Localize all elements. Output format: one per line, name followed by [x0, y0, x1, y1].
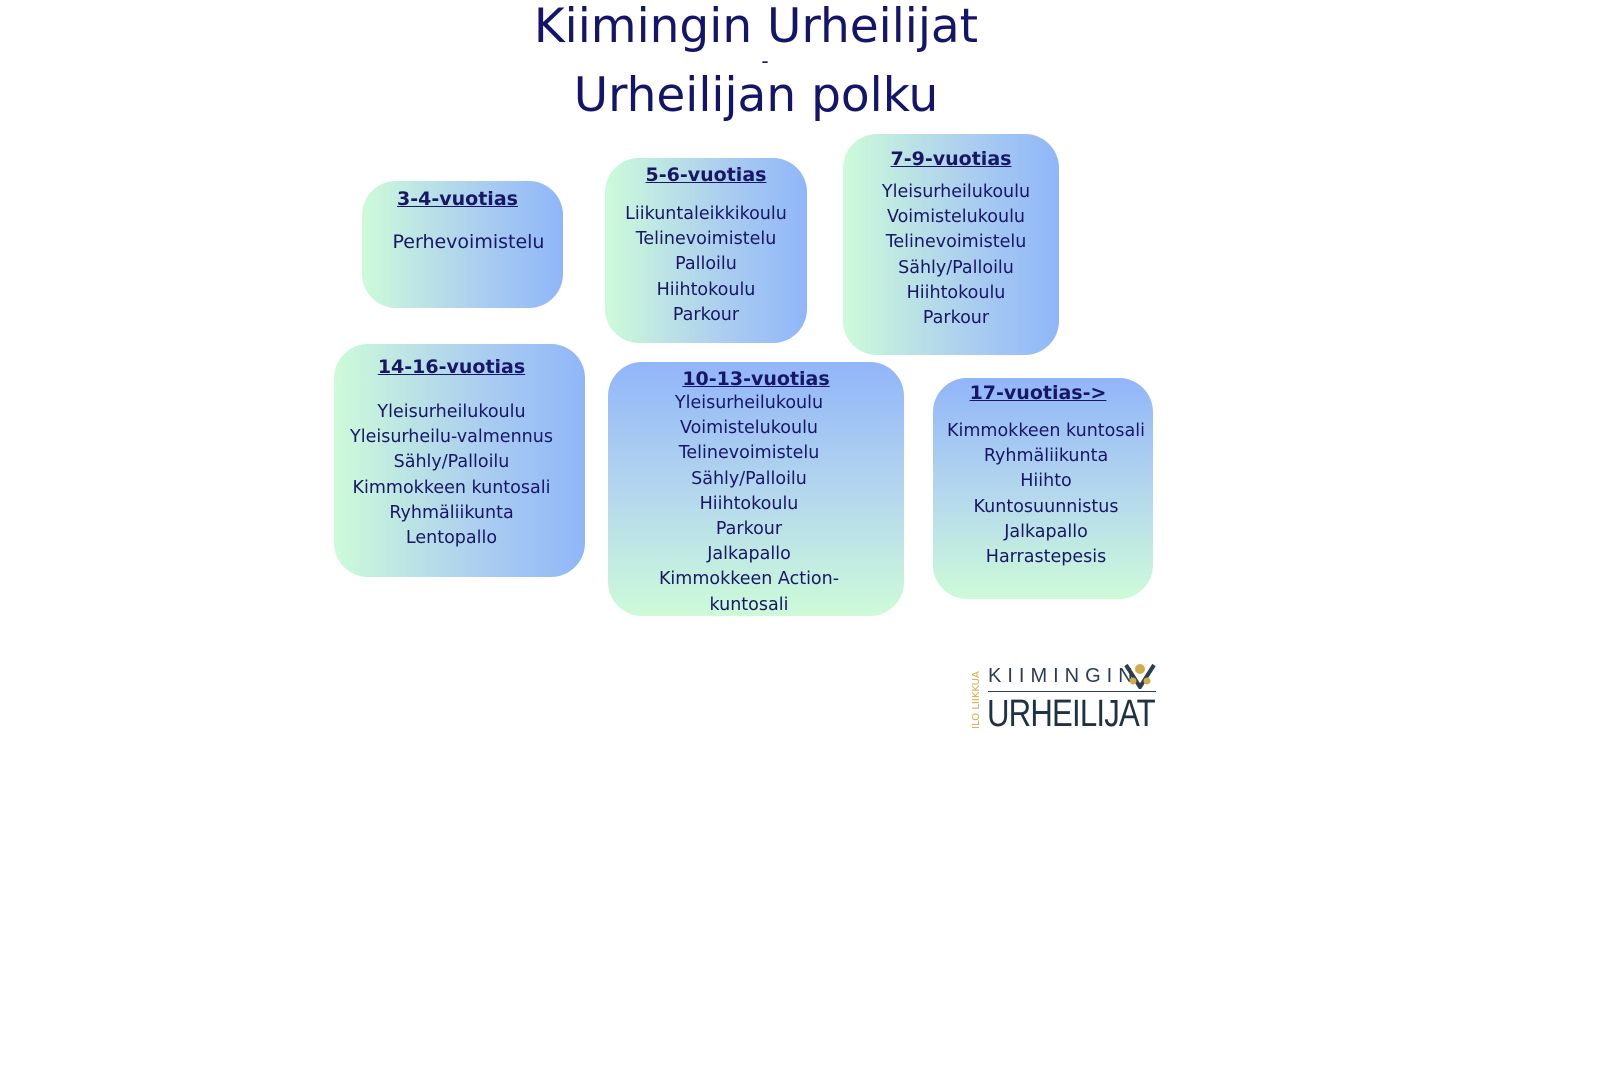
- list-item: Palloilu: [675, 254, 737, 275]
- list-item: Yleisurheilukoulu: [674, 393, 824, 413]
- group-14-16: 14-16-vuotias Yleisurheilukoulu Yleisurh…: [334, 344, 585, 577]
- list-item: Parkour: [715, 519, 783, 540]
- list-item: Jalkapallo: [707, 544, 791, 565]
- list-item: Yleisurheilu-valmennus: [350, 427, 553, 448]
- group-17-plus: 17-vuotias-> Kimmokkeen kuntosali Ryhmäl…: [933, 378, 1153, 599]
- group-heading: 5-6-vuotias: [645, 164, 767, 186]
- list-item: Kuntosuunnistus: [973, 496, 1119, 517]
- list-item: Sähly/Palloilu: [393, 452, 510, 473]
- logo-top-text: KIIMINGIN: [988, 665, 1139, 687]
- list-item: Lentopallo: [405, 528, 498, 549]
- title-separator: -: [761, 49, 769, 73]
- logo-emblem-icon: [1124, 663, 1156, 689]
- list-item: Jalkapallo: [1004, 521, 1088, 542]
- list-item: Yleisurheilukoulu: [881, 182, 1031, 202]
- list-item: Telinevoimistelu: [678, 443, 820, 464]
- list-item: Hiihto: [1020, 471, 1072, 492]
- group-heading: 14-16-vuotias: [377, 356, 526, 378]
- group-3-4: 3-4-vuotias Perhevoimistelu: [362, 181, 563, 308]
- list-item: Ryhmäliikunta: [983, 446, 1109, 467]
- group-heading: 3-4-vuotias: [397, 188, 518, 210]
- list-item: Sähly/Palloilu: [691, 468, 807, 489]
- list-item: Telinevoimistelu: [635, 229, 777, 250]
- club-logo: ILO LIIKKUA KIIMINGIN URHEILIJAT: [968, 660, 1168, 740]
- list-item: Perhevoimistelu: [392, 231, 545, 253]
- group-heading: 7-9-vuotias: [890, 148, 1012, 170]
- group-7-9: 7-9-vuotias Yleisurheilukoulu Voimistelu…: [843, 134, 1059, 355]
- list-item: Kimmokkeen Action-: [658, 569, 840, 590]
- logo-divider: [988, 691, 1156, 692]
- page-title-line1: Kiimingin Urheilijat: [533, 0, 979, 54]
- group-heading: 17-vuotias->: [969, 382, 1107, 404]
- group-10-13: 10-13-vuotias Yleisurheilukoulu Voimiste…: [608, 362, 904, 616]
- list-item: Hiihtokoulu: [699, 493, 799, 514]
- list-item: Sähly/Palloilu: [898, 257, 1014, 278]
- list-item: Hiihtokoulu: [656, 279, 756, 300]
- list-item: Voimistelukoulu: [679, 418, 819, 439]
- list-item: Voimistelukoulu: [886, 207, 1026, 228]
- list-item: Telinevoimistelu: [885, 232, 1027, 253]
- group-heading: 10-13-vuotias: [682, 368, 830, 390]
- list-item: Parkour: [672, 304, 740, 325]
- list-item: Ryhmäliikunta: [389, 502, 514, 523]
- list-item: Harrastepesis: [985, 547, 1107, 568]
- logo-side-text: ILO LIIKKUA: [971, 671, 982, 729]
- list-item: Parkour: [922, 308, 990, 329]
- logo-main-text: URHEILIJAT: [987, 693, 1156, 735]
- list-item: Kimmokkeen kuntosali: [947, 421, 1145, 441]
- list-item: kuntosali: [709, 594, 789, 615]
- list-item: Liikuntaleikkikoulu: [625, 204, 787, 224]
- list-item: Yleisurheilukoulu: [377, 402, 526, 422]
- list-item: Hiihtokoulu: [906, 282, 1006, 303]
- group-5-6: 5-6-vuotias Liikuntaleikkikoulu Telinevo…: [605, 158, 807, 343]
- list-item: Kimmokkeen kuntosali: [352, 477, 551, 498]
- page-title-line2: Urheilijan polku: [573, 68, 939, 123]
